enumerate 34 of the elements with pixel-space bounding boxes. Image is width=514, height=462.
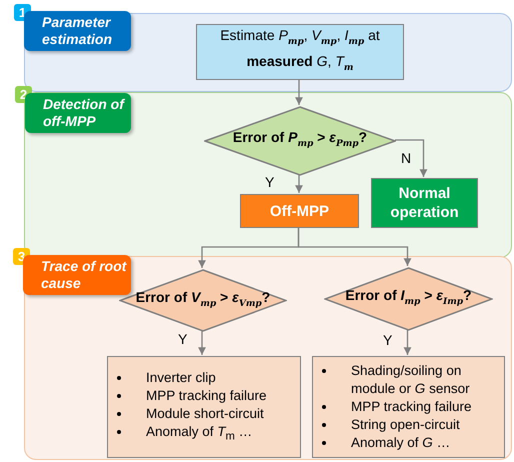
arrow — [298, 227, 412, 266]
section-tab: Detection of off-MPP — [25, 93, 131, 133]
list-item: Anomaly of T$_{m}$ … — [146, 424, 252, 439]
edge-label: Y — [178, 331, 188, 347]
edge-label: Y — [265, 174, 274, 190]
process-box — [240, 194, 359, 228]
arrow — [295, 79, 303, 105]
arrow — [404, 330, 412, 355]
decision-diamond — [204, 106, 396, 176]
arrow — [295, 175, 303, 193]
decision-text: Error of P$_{mp}$ > ε$_{Pmp}$? — [232, 128, 368, 151]
list-item: MPP tracking failure — [146, 388, 267, 403]
list-item: Shading/soiling on module or G sensor — [351, 363, 470, 396]
box-text: Off-MPP — [270, 202, 330, 220]
edge-label: N — [401, 150, 412, 166]
arrow — [198, 331, 206, 355]
list-item: Anomaly of G … — [351, 435, 450, 450]
edge-label: Y — [383, 332, 392, 348]
arrow — [395, 139, 428, 177]
box-text: Estimate P$_{mp}$, V$_{mp}$, I$_{mp}$ at measured G, T$_{m}$ — [219, 26, 381, 75]
cause-list-box — [107, 356, 301, 458]
section-tab: Parameter estimation — [24, 11, 131, 51]
box-text: Normal operation — [389, 184, 460, 222]
list-item: String open-circuit — [351, 417, 460, 432]
list-item: Inverter clip — [146, 370, 216, 385]
decision-text: Error of I$_{mp}$ > ε$_{Imp}$? — [345, 286, 472, 309]
process-box — [196, 24, 404, 80]
decision-diamond — [324, 267, 493, 331]
cause-list-box — [312, 356, 505, 458]
list-item: Module short-circuit — [146, 406, 264, 421]
section-tab: Trace of root cause — [23, 255, 131, 295]
list-item: MPP tracking failure — [351, 399, 472, 414]
process-box — [371, 178, 478, 228]
decision-text: Error of V$_{mp}$ > ε$_{Vmp}$? — [136, 288, 270, 310]
